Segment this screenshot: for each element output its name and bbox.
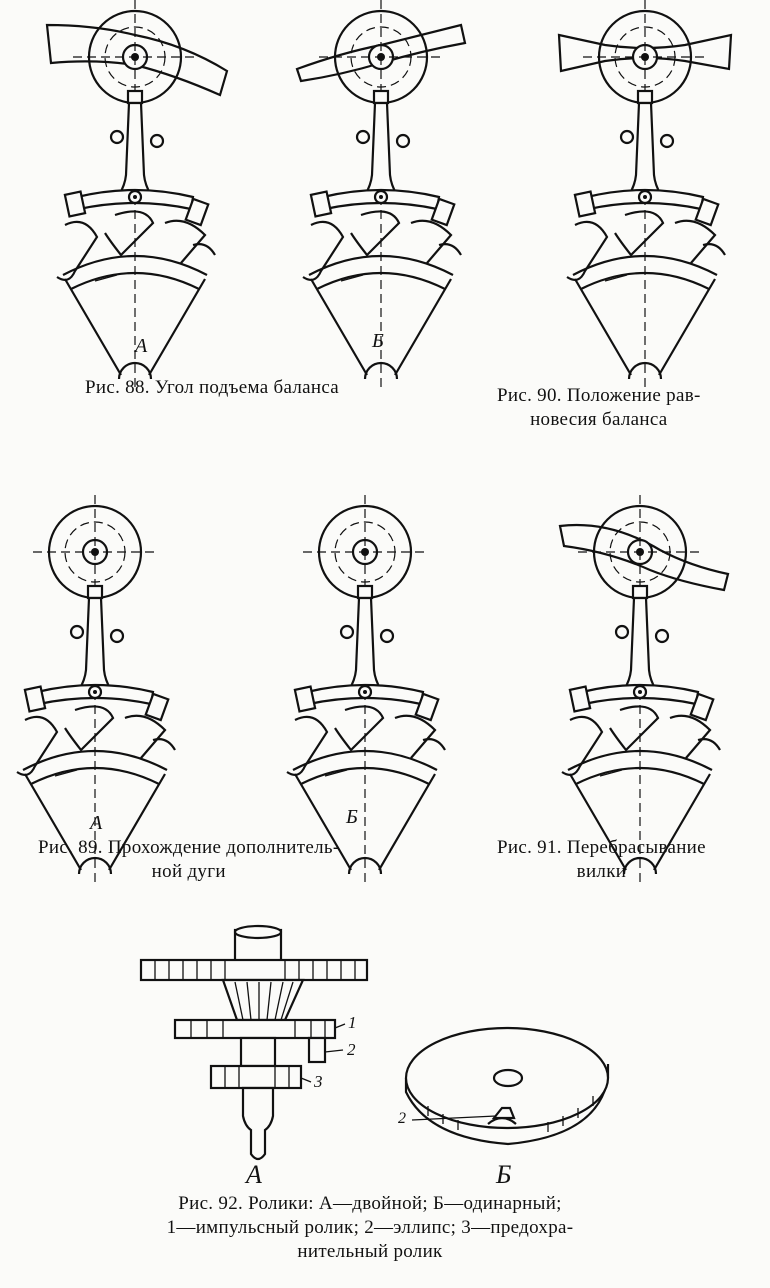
fig89-drawing-b xyxy=(285,493,447,887)
caption-fig89: Рис. 89. Прохождение дополнитель- ной ду… xyxy=(38,836,339,884)
fig88-drawing-a xyxy=(45,0,229,392)
fig89-label-b: Б xyxy=(346,806,358,828)
caption-fig88-text: Рис. 88. Угол подъема баланса xyxy=(85,377,340,398)
fig92-drawing-b xyxy=(404,1026,610,1146)
fig92-b-label-2: 2 xyxy=(398,1110,406,1127)
fig92-drawing-a xyxy=(139,924,369,1161)
fig91-drawing xyxy=(558,493,730,887)
caption-fig90: Рис. 90. Положение рав- новесия баланса xyxy=(497,384,701,432)
fig89-drawing-a xyxy=(15,493,177,887)
fig92-label-3: 3 xyxy=(314,1072,323,1091)
caption-fig88: Рис. 88. Угол подъема баланса xyxy=(85,376,339,400)
fig88-label-b: Б xyxy=(372,330,384,352)
fig92-label-2: 2 xyxy=(347,1040,356,1059)
caption-fig90-line1: Рис. 90. Положение рав- xyxy=(497,385,701,406)
caption-fig91: Рис. 91. Перебрасывание вилки xyxy=(497,836,706,884)
caption-fig90-line2: новесия баланса xyxy=(530,409,668,430)
caption-fig92-line1: Рис. 92. Ролики: А—двойной; Б—одинарный; xyxy=(178,1193,562,1214)
caption-fig89-line1: Рис. 89. Прохождение дополнитель- xyxy=(38,837,340,858)
caption-fig92: Рис. 92. Ролики: А—двойной; Б—одинарный;… xyxy=(100,1192,640,1264)
caption-fig92-line2: 1—импульсный ролик; 2—эллипс; 3—предохра… xyxy=(166,1217,574,1238)
fig89-label-a: А xyxy=(90,812,103,834)
fig92-label-b: Б xyxy=(496,1160,512,1189)
fig90-drawing xyxy=(557,0,733,392)
caption-fig91-line2: вилки xyxy=(576,861,627,882)
fig92-label-a: А xyxy=(246,1160,262,1189)
caption-fig92-line3: нительный ролик xyxy=(297,1241,443,1262)
fig92-label-1: 1 xyxy=(348,1013,357,1032)
caption-fig89-line2: ной дуги xyxy=(151,861,226,882)
fig88-label-a: А xyxy=(135,335,148,357)
fig88-drawing-b xyxy=(295,0,467,392)
caption-fig91-line1: Рис. 91. Перебрасывание xyxy=(497,837,706,858)
